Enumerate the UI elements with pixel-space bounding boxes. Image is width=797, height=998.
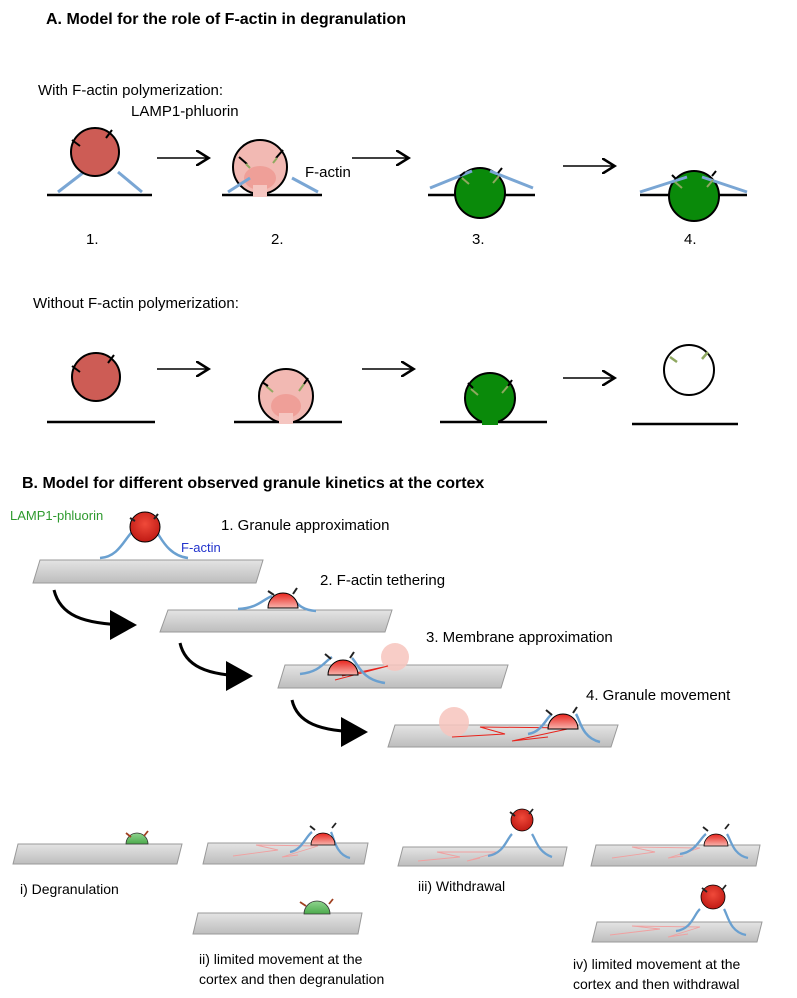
panel-a-title: A. Model for the role of F-actin in degr…: [46, 11, 406, 28]
step-4-granule: [639, 170, 748, 222]
slab-step-4: [387, 706, 619, 748]
step-3-granule: [428, 167, 535, 219]
no-actin-step-2: [234, 368, 342, 424]
lamp1-label-a: LAMP1-phluorin: [131, 103, 239, 120]
outcome-iii-label: iii) Withdrawal: [418, 878, 506, 894]
panel-b-sequence: [32, 511, 619, 748]
panel-a-row-without-actin: [47, 344, 738, 426]
outcome-iii-withdrawal: [397, 808, 568, 867]
factin-label-b: F-actin: [181, 540, 221, 555]
step-number-3: 3.: [472, 231, 485, 248]
step-number-2: 2.: [271, 231, 284, 248]
panel-b-outcomes: [12, 808, 763, 943]
outcome-iv-top: [590, 823, 761, 867]
outcome-ii-top: [202, 822, 369, 865]
factin-label-a: F-actin: [305, 164, 351, 181]
outcome-i-degranulation: [12, 830, 183, 865]
outcome-ii-label-line1: ii) limited movement at the: [199, 951, 363, 967]
no-actin-step-3: [440, 372, 547, 425]
panel-b-title: B. Model for different observed granule …: [22, 475, 485, 492]
step-b-2: 2. F-actin tethering: [320, 572, 446, 589]
outcome-iv-bottom: [591, 884, 763, 943]
slab-step-2: [159, 587, 393, 633]
step-number-4: 4.: [684, 231, 697, 248]
step-number-1: 1.: [86, 231, 99, 248]
slab-step-3: [277, 643, 509, 689]
outcome-iv-label-line1: iv) limited movement at the: [573, 956, 741, 972]
lamp1-label-b: LAMP1-phluorin: [10, 508, 104, 523]
curved-arrow-2: [178, 642, 253, 691]
no-actin-step-1: [47, 352, 155, 424]
outcome-ii-bottom: [192, 898, 363, 935]
panel-a-row-with-actin: [47, 127, 748, 222]
step-2-granule: [222, 139, 322, 197]
curved-arrow-3: [290, 699, 368, 747]
without-actin-label: Without F-actin polymerization:: [33, 295, 239, 312]
step-1-granule: [47, 127, 152, 197]
curved-arrow-1: [52, 589, 137, 640]
with-actin-label: With F-actin polymerization:: [38, 82, 224, 99]
slab-step-1: [32, 511, 264, 584]
outcome-i-label: i) Degranulation: [20, 881, 119, 897]
outcome-iv-label-line2: cortex and then withdrawal: [573, 976, 740, 992]
step-b-1: 1. Granule approximation: [221, 517, 390, 534]
step-b-4: 4. Granule movement: [586, 687, 731, 704]
no-actin-step-4: [632, 344, 738, 426]
step-b-3: 3. Membrane approximation: [426, 629, 613, 646]
outcome-ii-label-line2: cortex and then degranulation: [199, 971, 385, 987]
